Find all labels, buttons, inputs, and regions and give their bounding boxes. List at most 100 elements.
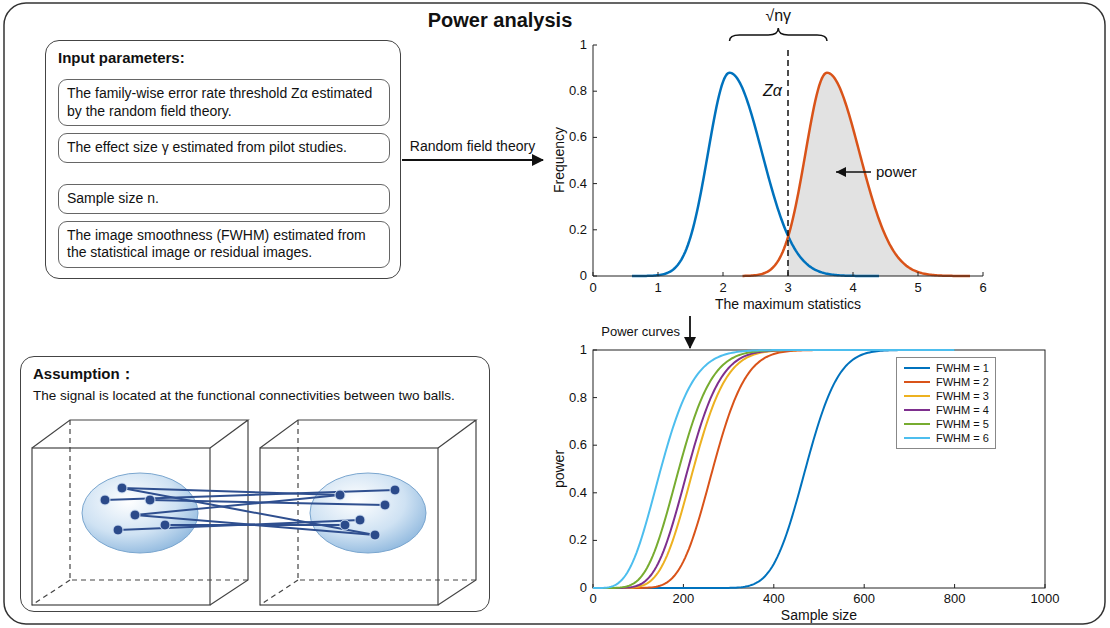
- brace-label: √nγ: [765, 7, 791, 25]
- tick-label: 0.2: [569, 222, 587, 237]
- tick-label: 0.6: [569, 438, 587, 453]
- legend-row: FWHM = 4: [903, 403, 989, 417]
- axis-tick: [773, 584, 774, 588]
- node-dot: [117, 483, 127, 493]
- legend-swatch-holder: [903, 363, 931, 373]
- axis-tick: [954, 584, 955, 588]
- axis-tick: [593, 272, 594, 276]
- alternative-distribution: [743, 73, 971, 276]
- node-dot: [355, 515, 365, 525]
- axis-title: power: [551, 450, 567, 488]
- axis-tick: [723, 272, 724, 276]
- parameter-box: The image smoothness (FWHM) estimated fr…: [58, 221, 390, 268]
- legend-row: FWHM = 1: [903, 361, 989, 375]
- tick-label: 1: [580, 343, 587, 358]
- axis-tick: [593, 397, 597, 398]
- legend-swatch-holder: [903, 419, 931, 429]
- edge-label: Power curves: [599, 325, 682, 340]
- brain-ball: [310, 473, 426, 553]
- tick-label: 0.8: [569, 84, 587, 99]
- axis-title: The maximum statistics: [715, 296, 861, 312]
- axis-tick: [593, 492, 597, 493]
- node-text: Sample size n.: [67, 190, 381, 208]
- node-dot: [370, 530, 380, 540]
- density-chart: [593, 28, 983, 276]
- diagram-title: Power analysis: [428, 9, 573, 32]
- node-dot: [160, 520, 170, 530]
- node-dot: [113, 525, 123, 535]
- axis-title: Frequency: [551, 127, 567, 193]
- axis-title: Sample size: [781, 607, 857, 623]
- axis-tick: [593, 276, 597, 277]
- tick-label: 0.4: [569, 485, 587, 500]
- threshold-line: [787, 47, 789, 276]
- tick-label: 800: [944, 592, 966, 607]
- tick-label: 3: [784, 281, 791, 296]
- cube-front: [260, 448, 438, 605]
- callout-label: power: [876, 163, 917, 180]
- legend-row: FWHM = 2: [903, 375, 989, 389]
- legend-text: FWHM = 6: [936, 432, 989, 444]
- input-panel: Input parameters: The family-wise error r…: [45, 40, 401, 279]
- tick-label: 0: [580, 269, 587, 284]
- tick-label: 2: [719, 281, 726, 296]
- null-distribution: [632, 73, 879, 276]
- tick-label: 1: [580, 38, 587, 53]
- outer-frame: [4, 3, 1105, 624]
- assumption-panel: Assumption：The signal is located at the …: [20, 356, 490, 612]
- axis-tick: [1045, 584, 1046, 588]
- flow-arrow: [402, 159, 543, 161]
- legend-text: FWHM = 4: [936, 404, 989, 416]
- parameter-box: The family-wise error rate threshold Zα …: [58, 79, 390, 126]
- legend-row: FWHM = 3: [903, 389, 989, 403]
- panel-heading: Input parameters:: [58, 49, 388, 66]
- axis-tick: [853, 272, 854, 276]
- tick-label: 400: [763, 592, 785, 607]
- parameter-box: The effect size γ estimated from pilot s…: [58, 133, 390, 163]
- axis-line: [593, 45, 983, 276]
- tick-label: 0: [589, 592, 596, 607]
- tick-label: 0: [589, 281, 596, 296]
- legend-text: FWHM = 1: [936, 362, 989, 374]
- axis-tick: [593, 350, 597, 351]
- node-dot: [130, 510, 140, 520]
- cube-edges: [260, 420, 476, 605]
- legend-swatch-holder: [903, 405, 931, 415]
- node-dots: [100, 483, 400, 540]
- tick-label: 200: [673, 592, 695, 607]
- node-dot: [335, 490, 345, 500]
- legend-swatch-holder: [903, 433, 931, 443]
- axis-tick: [983, 272, 984, 276]
- legend-swatch-holder: [903, 377, 931, 387]
- cube-illustration: [32, 420, 476, 605]
- axis-tick: [593, 540, 597, 541]
- node-dot: [380, 500, 390, 510]
- edge-label: Random field theory: [408, 138, 537, 154]
- tick-label: 5: [914, 281, 921, 296]
- legend-text: FWHM = 3: [936, 390, 989, 402]
- legend-swatch: [904, 395, 930, 397]
- legend-swatch: [904, 381, 930, 383]
- axis-tick: [593, 183, 597, 184]
- axes-box: [593, 350, 1045, 588]
- node-text: The image smoothness (FWHM) estimated fr…: [67, 227, 381, 262]
- axis-tick: [788, 272, 789, 276]
- tick-label: 600: [853, 592, 875, 607]
- connectivity-line: [122, 488, 375, 535]
- legend-box: FWHM = 1FWHM = 2FWHM = 3 FWHM = 4FWHM = 5…: [896, 357, 996, 449]
- brain-ball: [82, 473, 198, 553]
- tick-label: 0.4: [569, 176, 587, 191]
- axis-tick: [918, 272, 919, 276]
- legend-swatch: [904, 437, 930, 439]
- cube-hidden-edges: [32, 420, 248, 605]
- connectivity-line: [135, 495, 340, 515]
- node-dot: [390, 485, 400, 495]
- legend-row: FWHM = 5: [903, 417, 989, 431]
- power-chart: [593, 350, 1045, 588]
- node-text: The effect size γ estimated from pilot s…: [67, 139, 381, 157]
- tick-label: 0.8: [569, 390, 587, 405]
- brace: [730, 28, 828, 41]
- axis-tick: [593, 45, 597, 46]
- connectivity-lines: [105, 488, 395, 535]
